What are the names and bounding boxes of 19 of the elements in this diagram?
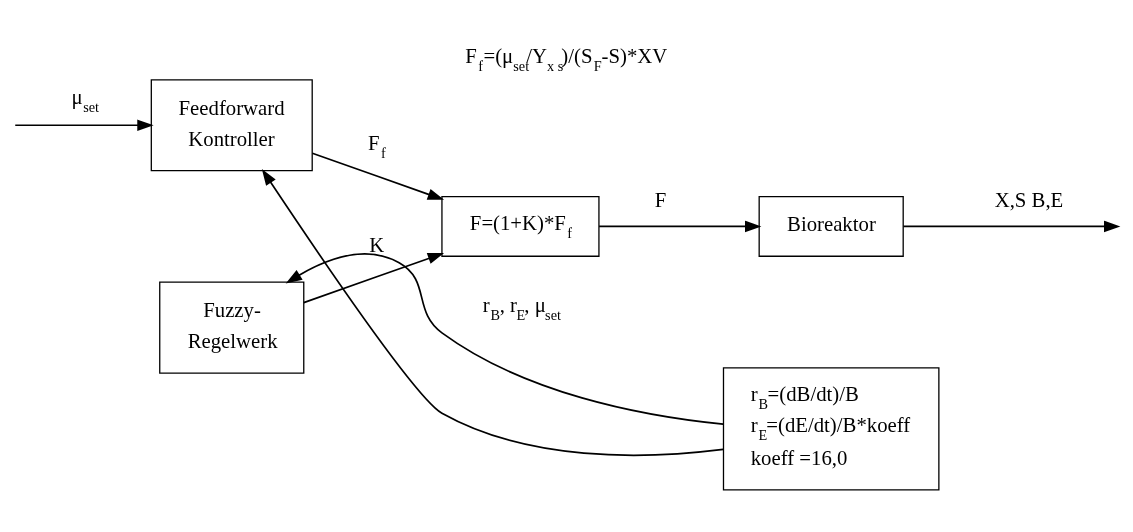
- edge-label: r$_{B}$, r$_{E}$, μ$_{set}$: [482, 293, 561, 323]
- node-box: F=(1+K)*F$_{f}$: [441, 195, 600, 257]
- edge-label: F$_{f}$: [367, 131, 386, 161]
- arrow: [902, 220, 1121, 233]
- arrow: [311, 152, 445, 200]
- arrow: [14, 119, 154, 131]
- arrow: [261, 169, 725, 457]
- arrow: [285, 253, 724, 426]
- diagram-title: F$_{f}$=(μ$_{set}$/Y$_{x s}$)/(S$_{F}$-S)*XV: [465, 44, 668, 74]
- edge-label: F: [654, 188, 667, 211]
- arrow: [302, 252, 445, 304]
- node-box: Bioreaktor: [758, 195, 904, 257]
- arrow: [598, 220, 762, 233]
- node-box: r$_{B}$=(dB/dt)/B r$_{E}$=(dE/dt)/B*koeff koeff =16,0: [722, 367, 940, 491]
- node-box: Fuzzy- Regelwerk: [159, 281, 305, 374]
- edge-label: X,S B,E: [994, 188, 1064, 211]
- edge-label: K: [369, 234, 385, 257]
- node-box: Feedforward Kontroller: [150, 79, 313, 172]
- edge-label: μ$_{set}$: [71, 86, 100, 116]
